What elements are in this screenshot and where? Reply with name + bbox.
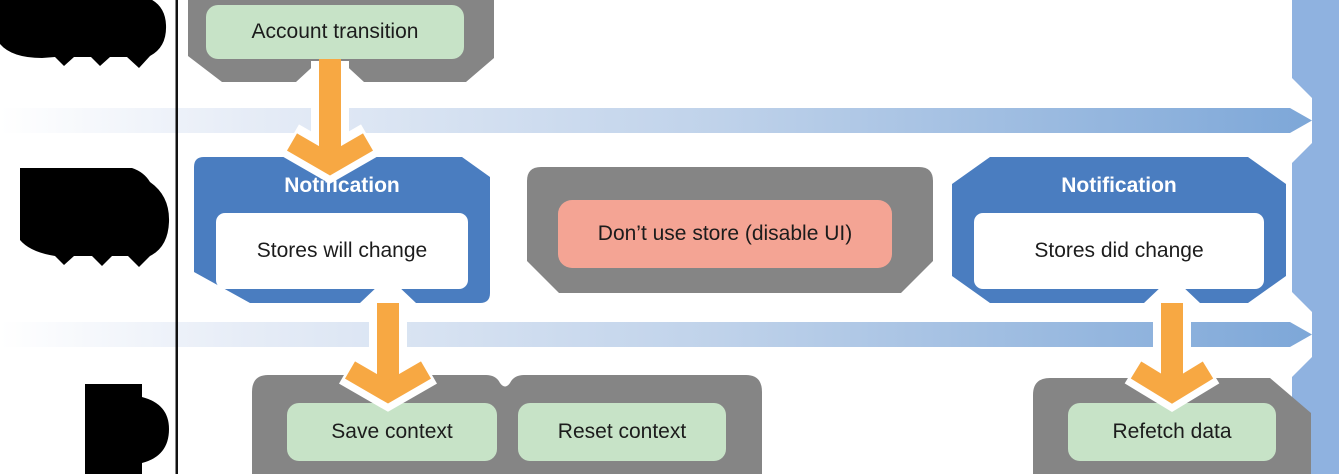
save-context-box [287, 403, 497, 461]
redacted-label-bottom [85, 384, 169, 474]
reset-context-label: Reset context [557, 420, 687, 443]
redacted-label-top [0, 0, 167, 68]
stores-will-change-label: Stores will change [256, 239, 428, 262]
arrow-account-to-notification [281, 59, 379, 184]
stores-did-change-box [974, 213, 1264, 289]
notification-right-title: Notification [1061, 174, 1177, 197]
timeline-vertical-bar [1292, 0, 1339, 474]
timeline-band-top [0, 108, 1312, 133]
reset-context-box [518, 403, 726, 461]
stores-will-change-box [216, 213, 468, 289]
refetch-data-label: Refetch data [1112, 420, 1232, 443]
dont-use-store-box [558, 200, 892, 268]
dont-use-store-label: Don’t use store (disable UI) [597, 222, 853, 245]
timeline-band-bottom [0, 322, 1312, 347]
stores-did-change-label: Stores did change [1034, 239, 1204, 262]
arrow-notification-to-save [339, 303, 437, 412]
separator-line [175, 0, 178, 474]
refetch-data-box [1068, 403, 1276, 461]
notification-left-title: Notification [284, 174, 400, 197]
save-context-label: Save context [331, 420, 453, 443]
account-transition-label: Account transition [251, 20, 419, 43]
redacted-label-middle [20, 168, 170, 267]
arrow-notification-to-refetch [1124, 303, 1220, 413]
account-transition-box [206, 5, 464, 59]
